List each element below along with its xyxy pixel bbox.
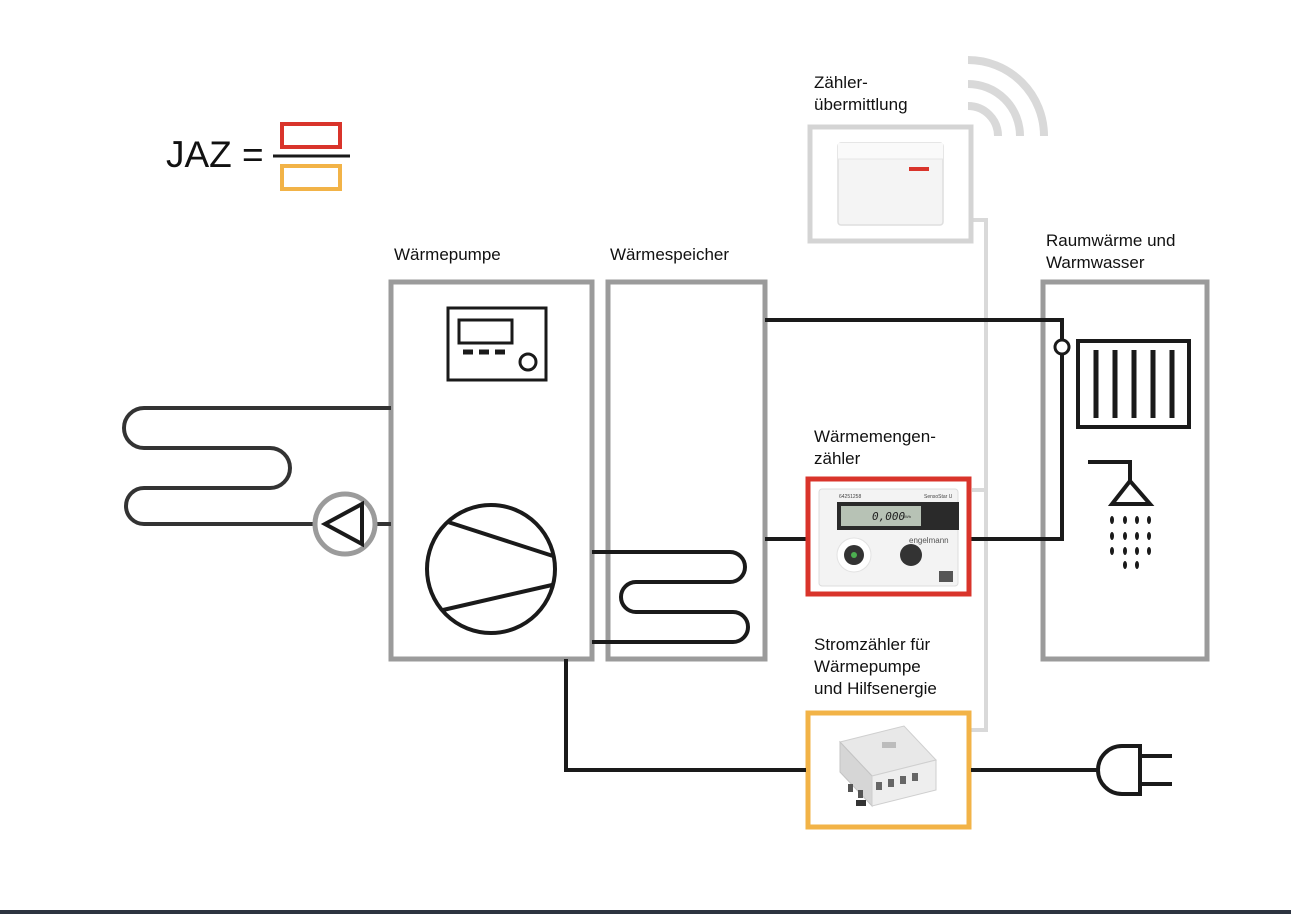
radiator-icon <box>1076 339 1191 429</box>
bottom-border <box>0 910 1291 914</box>
heat-meter-label-line2: zähler <box>814 449 861 468</box>
shower-icon <box>1088 460 1155 569</box>
heat-pump-box <box>388 279 595 662</box>
storage-box <box>605 279 768 662</box>
heat-meter-serial: 64251258 <box>839 494 861 500</box>
heat-meter-model: SensoStar U <box>924 494 953 500</box>
valve-icon <box>1053 338 1071 356</box>
gateway-device <box>837 142 944 226</box>
power-lines <box>564 659 1098 772</box>
room-heat-label-line1: Raumwärme und <box>1046 231 1176 250</box>
heat-meter-device: 64251258 SensoStar U 0,000 kWh engelmann <box>818 488 959 587</box>
heat-meter-display-unit: kWh <box>903 514 911 519</box>
meter-transmission-label-line1: Zähler- <box>814 73 868 92</box>
power-meter-device <box>839 725 937 808</box>
room-heat-label-line2: Warmwasser <box>1046 253 1145 272</box>
storage-coil <box>592 550 750 644</box>
controller-panel-icon <box>446 306 548 382</box>
power-plug-icon <box>1096 744 1172 796</box>
wifi-signal-icon <box>967 56 1048 137</box>
storage-label: Wärmespeicher <box>610 245 730 264</box>
heat-meter-label-line1: Wärmemengen- <box>814 427 936 446</box>
power-meter-label-line2: Wärmepumpe <box>814 657 921 676</box>
circulation-pump-icon <box>312 491 378 557</box>
jaz-formula-label: JAZ = <box>166 134 264 175</box>
heating-pipes <box>765 318 1064 541</box>
signal-lines <box>970 218 988 732</box>
power-meter-label-line3: und Hilfsenergie <box>814 679 937 698</box>
heat-pump-label: Wärmepumpe <box>394 245 501 264</box>
heat-meter-display-value: 0,000 <box>872 510 905 523</box>
compressor-icon <box>425 503 557 635</box>
power-meter-box <box>805 710 972 830</box>
room-heat-box <box>1040 279 1210 662</box>
meter-transmission-label-line2: übermittlung <box>814 95 908 114</box>
power-meter-label-line1: Stromzähler für <box>814 635 931 654</box>
heat-meter-box <box>805 476 972 597</box>
gateway-box <box>807 124 974 244</box>
jaz-numerator-box <box>280 122 342 149</box>
heat-meter-brand: engelmann <box>909 536 949 545</box>
jaz-denominator-box <box>280 164 342 191</box>
